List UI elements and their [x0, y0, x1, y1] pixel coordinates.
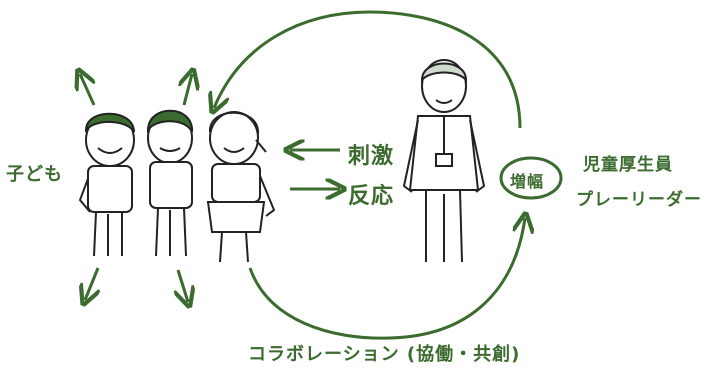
label-response: 反応	[348, 184, 395, 209]
label-staff: 児童厚生員	[583, 155, 673, 175]
outward-arrows	[80, 74, 192, 302]
label-collaboration: コラボレーション (協働・共創)	[248, 344, 521, 365]
child-figure-left	[78, 112, 135, 257]
top-cycle-arrow	[214, 10, 522, 129]
label-amplify: 増幅	[510, 172, 545, 191]
amplify-oval	[499, 156, 563, 200]
child-figure-middle	[146, 109, 194, 257]
label-children: 子ども	[6, 164, 63, 185]
bottom-cycle-arrow	[248, 218, 525, 340]
adult-figure	[402, 59, 486, 263]
label-stimulus: 刺激	[348, 144, 395, 169]
child-figure-right	[206, 111, 276, 263]
label-leader: プレーリーダー	[576, 190, 702, 210]
